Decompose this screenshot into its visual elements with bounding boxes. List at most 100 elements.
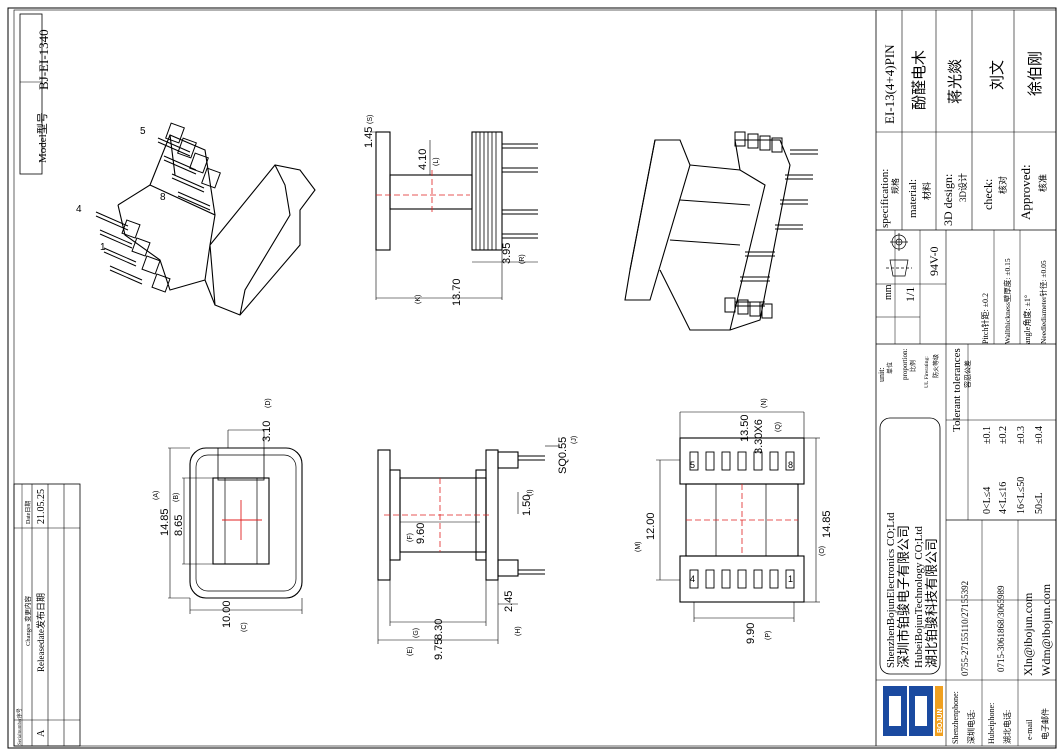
tol-wall: Wallthickness壁厚度: ±0.15 xyxy=(1002,258,1012,344)
dim-pitch-q: 3.30X6 xyxy=(753,419,765,454)
dim-top-d-ref: (D) xyxy=(265,398,272,408)
email-label: e-mail xyxy=(1025,719,1034,740)
rev-header-changes: Changes 变更内容 xyxy=(23,595,32,646)
rev-header-date: Date日期 xyxy=(24,501,32,524)
tol-row-value: ±0.2 xyxy=(998,426,1009,444)
dim-pitch-q-ref: (Q) xyxy=(775,422,782,432)
tol-pitch: Pitch针距: ±0.2 xyxy=(980,293,990,344)
tol-row-range: 50≤L xyxy=(1034,492,1045,514)
front-view xyxy=(168,429,303,614)
fire-value: 94V-0 xyxy=(927,246,941,276)
model-box: Model型号 BJ-EI-1340 xyxy=(19,13,51,175)
company-cn-2: 湖北铂骏科技有限公司 xyxy=(924,538,939,668)
company-box: ShenzhenBojunElectronics CO;Ltd 深圳市铂骏电子有… xyxy=(879,417,941,675)
tol-row-range: 16<L≤50 xyxy=(1016,477,1027,514)
company-en-2: HubeiBojunTechnology CO;Ltd xyxy=(913,526,925,668)
check-label-cn: 核对 xyxy=(997,176,1008,194)
hb-phone-label: Hubeiphone: xyxy=(987,703,996,744)
dim-outer-o: 14.85 xyxy=(821,510,833,538)
isometric-view-right xyxy=(624,131,818,331)
design-label: 3D design: xyxy=(941,174,955,226)
sz-phone-label: Shenzhenphone: xyxy=(951,691,960,744)
rev-header-serial: Serialnumber序号 xyxy=(16,708,23,745)
dim-base-e-ref: (E) xyxy=(407,647,414,656)
pin-label-8b: 8 xyxy=(788,460,793,470)
approved-label-cn: 核准 xyxy=(1037,174,1048,192)
side-view xyxy=(370,131,538,300)
dim-width-k-ref: (K) xyxy=(415,295,422,304)
dim-inner-m: 12.00 xyxy=(645,512,657,540)
unit-label-cn: 单位 xyxy=(886,362,894,374)
tol-row-range: 0<L≤4 xyxy=(982,487,993,514)
dim-core-f: 9.60 xyxy=(415,523,427,544)
hb-phone-value: 0715-3061868/3065989 xyxy=(996,585,1006,672)
dim-pin-sq: SQ0.55 xyxy=(557,437,569,474)
sz-phone-label-cn: 深圳电话: xyxy=(966,710,976,744)
email-label-cn: 电子邮件 xyxy=(1040,708,1050,740)
proportion-label: proportion: xyxy=(901,348,909,380)
design-label-cn: 3D设计 xyxy=(957,173,968,202)
pin-label-5b: 5 xyxy=(690,460,695,470)
fire-label: UL Firerating: xyxy=(924,356,930,388)
tol-title-cn: 容忍公差 xyxy=(963,360,972,388)
isometric-view-left xyxy=(95,122,316,316)
design-value: 蒋光燚 xyxy=(947,59,964,104)
material-label: material: xyxy=(907,179,919,218)
dim-step-h-ref: (H) xyxy=(515,626,522,636)
approved-label: Approved: xyxy=(1018,164,1033,220)
spec-label-cn: 规格 xyxy=(890,178,900,194)
tol-row-value: ±0.1 xyxy=(982,426,993,444)
dim-inner-m-ref: (M) xyxy=(635,542,642,553)
dim-height-a-ref: (A) xyxy=(153,491,160,500)
pin-label-4b: 4 xyxy=(690,574,695,584)
tol-row-value: ±0.4 xyxy=(1034,426,1045,444)
bojun-logo: BOJUN xyxy=(883,686,944,736)
dim-width-c: 10.00 xyxy=(221,600,233,628)
proportion-label-cn: 比例 xyxy=(909,360,917,372)
email-1: Xln@ibojun.com xyxy=(1021,592,1035,676)
dim-top-n-ref: (N) xyxy=(761,398,768,408)
unit-label: unit: xyxy=(877,367,886,382)
dim-height-a: 14.85 xyxy=(159,508,171,536)
logo-text: BOJUN xyxy=(937,708,944,733)
dim-gap-i: 1.50 xyxy=(521,495,533,516)
pin-label-5: 5 xyxy=(140,126,146,137)
dim-core-f-ref: (F) xyxy=(407,533,414,542)
dim-bottom-p-ref: (P) xyxy=(765,631,772,640)
dim-height-b-ref: (B) xyxy=(173,493,180,502)
rev-row-date: 21.05.25 xyxy=(36,489,47,524)
dim-pin-len-ref: (L) xyxy=(433,157,440,166)
spec-value: EI-13(4+4)PIN xyxy=(882,44,897,124)
proportion-value: 1/1 xyxy=(903,287,917,302)
approved-value: 徐伯刚 xyxy=(1027,51,1044,96)
revision-table: Serialnumber序号 Changes 变更内容 Date日期 A Rel… xyxy=(13,483,81,747)
fire-label-cn: 防火等级 xyxy=(932,354,940,378)
dim-width-c-ref: (C) xyxy=(241,622,248,632)
pin-label-8: 8 xyxy=(160,192,166,203)
tol-angle: angle角度: ±1° xyxy=(1022,295,1032,344)
rev-row-serial: A xyxy=(36,729,47,737)
model-label: Model型号 xyxy=(35,112,49,163)
hb-phone-label-cn: 湖北电话: xyxy=(1002,710,1012,744)
dim-side-top: 1.45 xyxy=(363,127,375,148)
dim-flange-r-ref: (R) xyxy=(519,254,526,264)
dim-step-h: 2.45 xyxy=(503,591,515,612)
company-cn-1: 深圳市铂骏电子有限公司 xyxy=(896,525,911,668)
check-value: 刘文 xyxy=(989,60,1006,90)
tol-row-range: 4<L≤16 xyxy=(998,482,1009,514)
dim-height-b: 8.65 xyxy=(173,515,185,536)
section-view xyxy=(377,445,560,644)
pin-label-4: 4 xyxy=(76,204,82,215)
tol-title: Tolerant tolerances xyxy=(951,348,963,432)
company-en-1: ShenzhenBojunElectronics CO;Ltd xyxy=(885,512,897,668)
dim-core-g-ref: (G) xyxy=(413,628,420,638)
spec-label: specification: xyxy=(879,169,891,228)
model-number: BJ-EI-1340 xyxy=(36,29,51,90)
dim-pin-len: 4.10 xyxy=(417,149,429,170)
dim-base-e: 9.75 xyxy=(433,639,445,660)
material-value: 酚醛电木 xyxy=(911,50,928,110)
tol-needle: Needlediameter针径: ±0.05 xyxy=(1038,260,1048,344)
pin-label-1b: 1 xyxy=(788,574,793,584)
dim-outer-o-ref: (O) xyxy=(819,546,826,556)
